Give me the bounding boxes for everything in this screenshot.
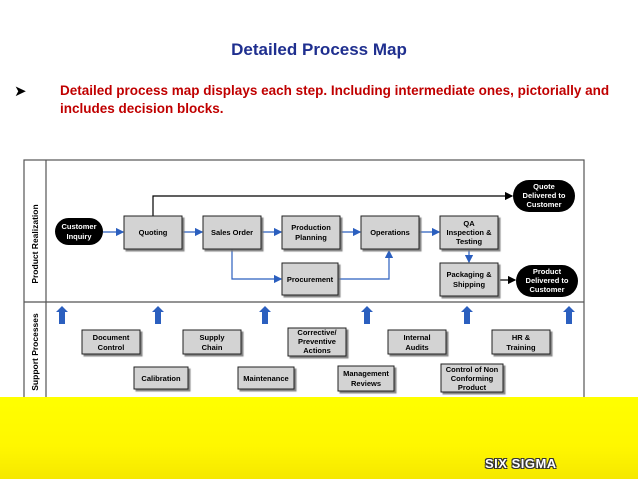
management-reviews-line-1: Management	[343, 369, 389, 378]
packaging-line-1: Packaging &	[446, 270, 492, 279]
box-supply-chain	[182, 329, 242, 355]
lane-label-support-processes: Support Processes	[30, 313, 40, 391]
document-control-line-1: Document	[93, 333, 130, 342]
internal-audits-line-1: Internal	[403, 333, 430, 342]
support-arrow-5	[461, 306, 473, 324]
slide-title: Detailed Process Map	[231, 40, 407, 59]
product-delivered-line-1: Product	[533, 267, 562, 276]
box-maintenance	[237, 366, 295, 390]
support-arrow-6	[563, 306, 575, 324]
qa-line-1: QA	[463, 219, 475, 228]
customer-inquiry-line-1: Customer	[61, 222, 96, 231]
control-non-conforming-line-1: Control of Non	[446, 365, 499, 374]
production-planning-line-1: Production	[291, 223, 331, 232]
support-arrow-1	[56, 306, 68, 324]
quote-delivered-line-2: Delivered to	[523, 191, 566, 200]
box-management-reviews	[337, 365, 395, 392]
procurement-label: Procurement	[287, 275, 334, 284]
operations-label: Operations	[370, 228, 410, 237]
box-document-control	[81, 329, 141, 355]
management-reviews-line-2: Reviews	[351, 379, 381, 388]
support-arrow-4	[361, 306, 373, 324]
connector-procurement-to-operations	[338, 249, 394, 280]
quote-delivered-line-3: Customer	[526, 200, 561, 209]
lane-label-product-realization: Product Realization	[30, 204, 40, 283]
hr-training-line-1: HR &	[512, 333, 531, 342]
support-arrow-2	[152, 306, 164, 324]
bullet-text: Detailed process map displays each step.…	[60, 83, 610, 116]
box-control-non-conforming	[440, 363, 504, 393]
internal-audits-line-2: Audits	[405, 343, 428, 352]
production-planning-line-2: Planning	[295, 233, 327, 242]
box-hr-training	[491, 329, 551, 355]
svg-text:HR &Training: HR &Training	[506, 333, 536, 352]
box-packaging-shipping	[439, 262, 499, 297]
box-production-planning	[281, 215, 341, 250]
sales-order-label: Sales Order	[211, 228, 253, 237]
maintenance-label: Maintenance	[243, 374, 288, 383]
box-procurement	[281, 262, 339, 296]
svg-text:Packaging &Shipping: Packaging &Shipping	[446, 270, 492, 289]
box-calibration	[133, 366, 189, 390]
box-operations	[360, 215, 420, 250]
connector-quoting-to-quote-delivered	[152, 191, 514, 217]
qa-line-3: Testing	[456, 237, 483, 246]
corrective-actions-line-2: Preventive	[298, 337, 336, 346]
brand-logo-text: SIX SIGMA	[485, 456, 557, 471]
calibration-label: Calibration	[141, 374, 181, 383]
hr-training-line-2: Training	[506, 343, 536, 352]
box-sales-order	[202, 215, 262, 250]
quote-delivered-line-1: Quote	[533, 182, 555, 191]
product-delivered-line-3: Customer	[529, 285, 564, 294]
arrow-bullet-icon: ➤	[14, 82, 27, 100]
quoting-label: Quoting	[139, 228, 168, 237]
supply-chain-line-2: Chain	[202, 343, 223, 352]
connector-sales-to-procurement	[231, 249, 283, 284]
footer-band	[0, 397, 638, 479]
box-quoting	[123, 215, 183, 250]
control-non-conforming-line-3: Product	[458, 383, 487, 392]
support-arrow-3	[259, 306, 271, 324]
product-delivered-line-2: Delivered to	[526, 276, 569, 285]
document-control-line-2: Control	[98, 343, 125, 352]
qa-line-2: Inspection &	[446, 228, 492, 237]
packaging-line-2: Shipping	[453, 280, 485, 289]
box-corrective-actions	[287, 327, 347, 357]
customer-inquiry-line-2: Inquiry	[66, 232, 92, 241]
corrective-actions-line-1: Corrective/	[297, 328, 337, 337]
box-qa-inspection	[439, 215, 499, 250]
box-internal-audits	[387, 329, 447, 355]
supply-chain-line-1: Supply	[199, 333, 225, 342]
control-non-conforming-line-2: Conforming	[451, 374, 494, 383]
corrective-actions-line-3: Actions	[303, 346, 331, 355]
